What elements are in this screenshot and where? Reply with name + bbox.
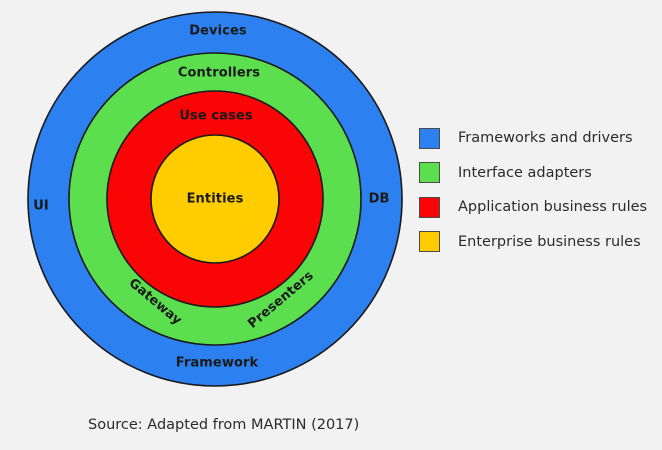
legend-swatch-enterprise-business-rules	[419, 231, 440, 253]
ring-label-entities: Entities	[186, 191, 244, 207]
concentric-rings-graphic	[27, 11, 403, 387]
figure-source-caption: Source: Adapted from MARTIN (2017)	[88, 417, 360, 433]
legend-label-frameworks-and-drivers: Frameworks and drivers	[458, 130, 633, 147]
ring-label-framework: Framework	[175, 355, 259, 371]
legend-item-application-business-rules[interactable]: Application business rules	[419, 190, 647, 225]
legend-label-enterprise-business-rules: Enterprise business rules	[458, 233, 641, 250]
ring-enterprise-business-rules	[150, 134, 280, 264]
legend-item-interface-adapters[interactable]: Interface adapters	[419, 156, 647, 191]
legend-label-interface-adapters: Interface adapters	[458, 164, 592, 181]
side-label-ui: UI	[33, 198, 49, 214]
legend-item-enterprise-business-rules[interactable]: Enterprise business rules	[419, 225, 647, 260]
legend-swatch-application-business-rules	[419, 196, 440, 218]
ring-label-controllers: Controllers	[177, 65, 261, 81]
legend-swatch-interface-adapters	[419, 162, 440, 184]
legend-item-frameworks-and-drivers[interactable]: Frameworks and drivers	[419, 121, 647, 156]
legend-label-application-business-rules: Application business rules	[458, 199, 648, 216]
clean-architecture-diagram: Devices Controllers Use cases Entities G…	[27, 11, 403, 387]
ring-label-devices: Devices	[189, 23, 247, 39]
side-label-db: DB	[368, 191, 390, 207]
legend-swatch-frameworks-and-drivers	[419, 127, 440, 149]
ring-label-use-cases: Use cases	[179, 108, 253, 124]
legend: Frameworks and drivers Interface adapter…	[419, 121, 647, 259]
